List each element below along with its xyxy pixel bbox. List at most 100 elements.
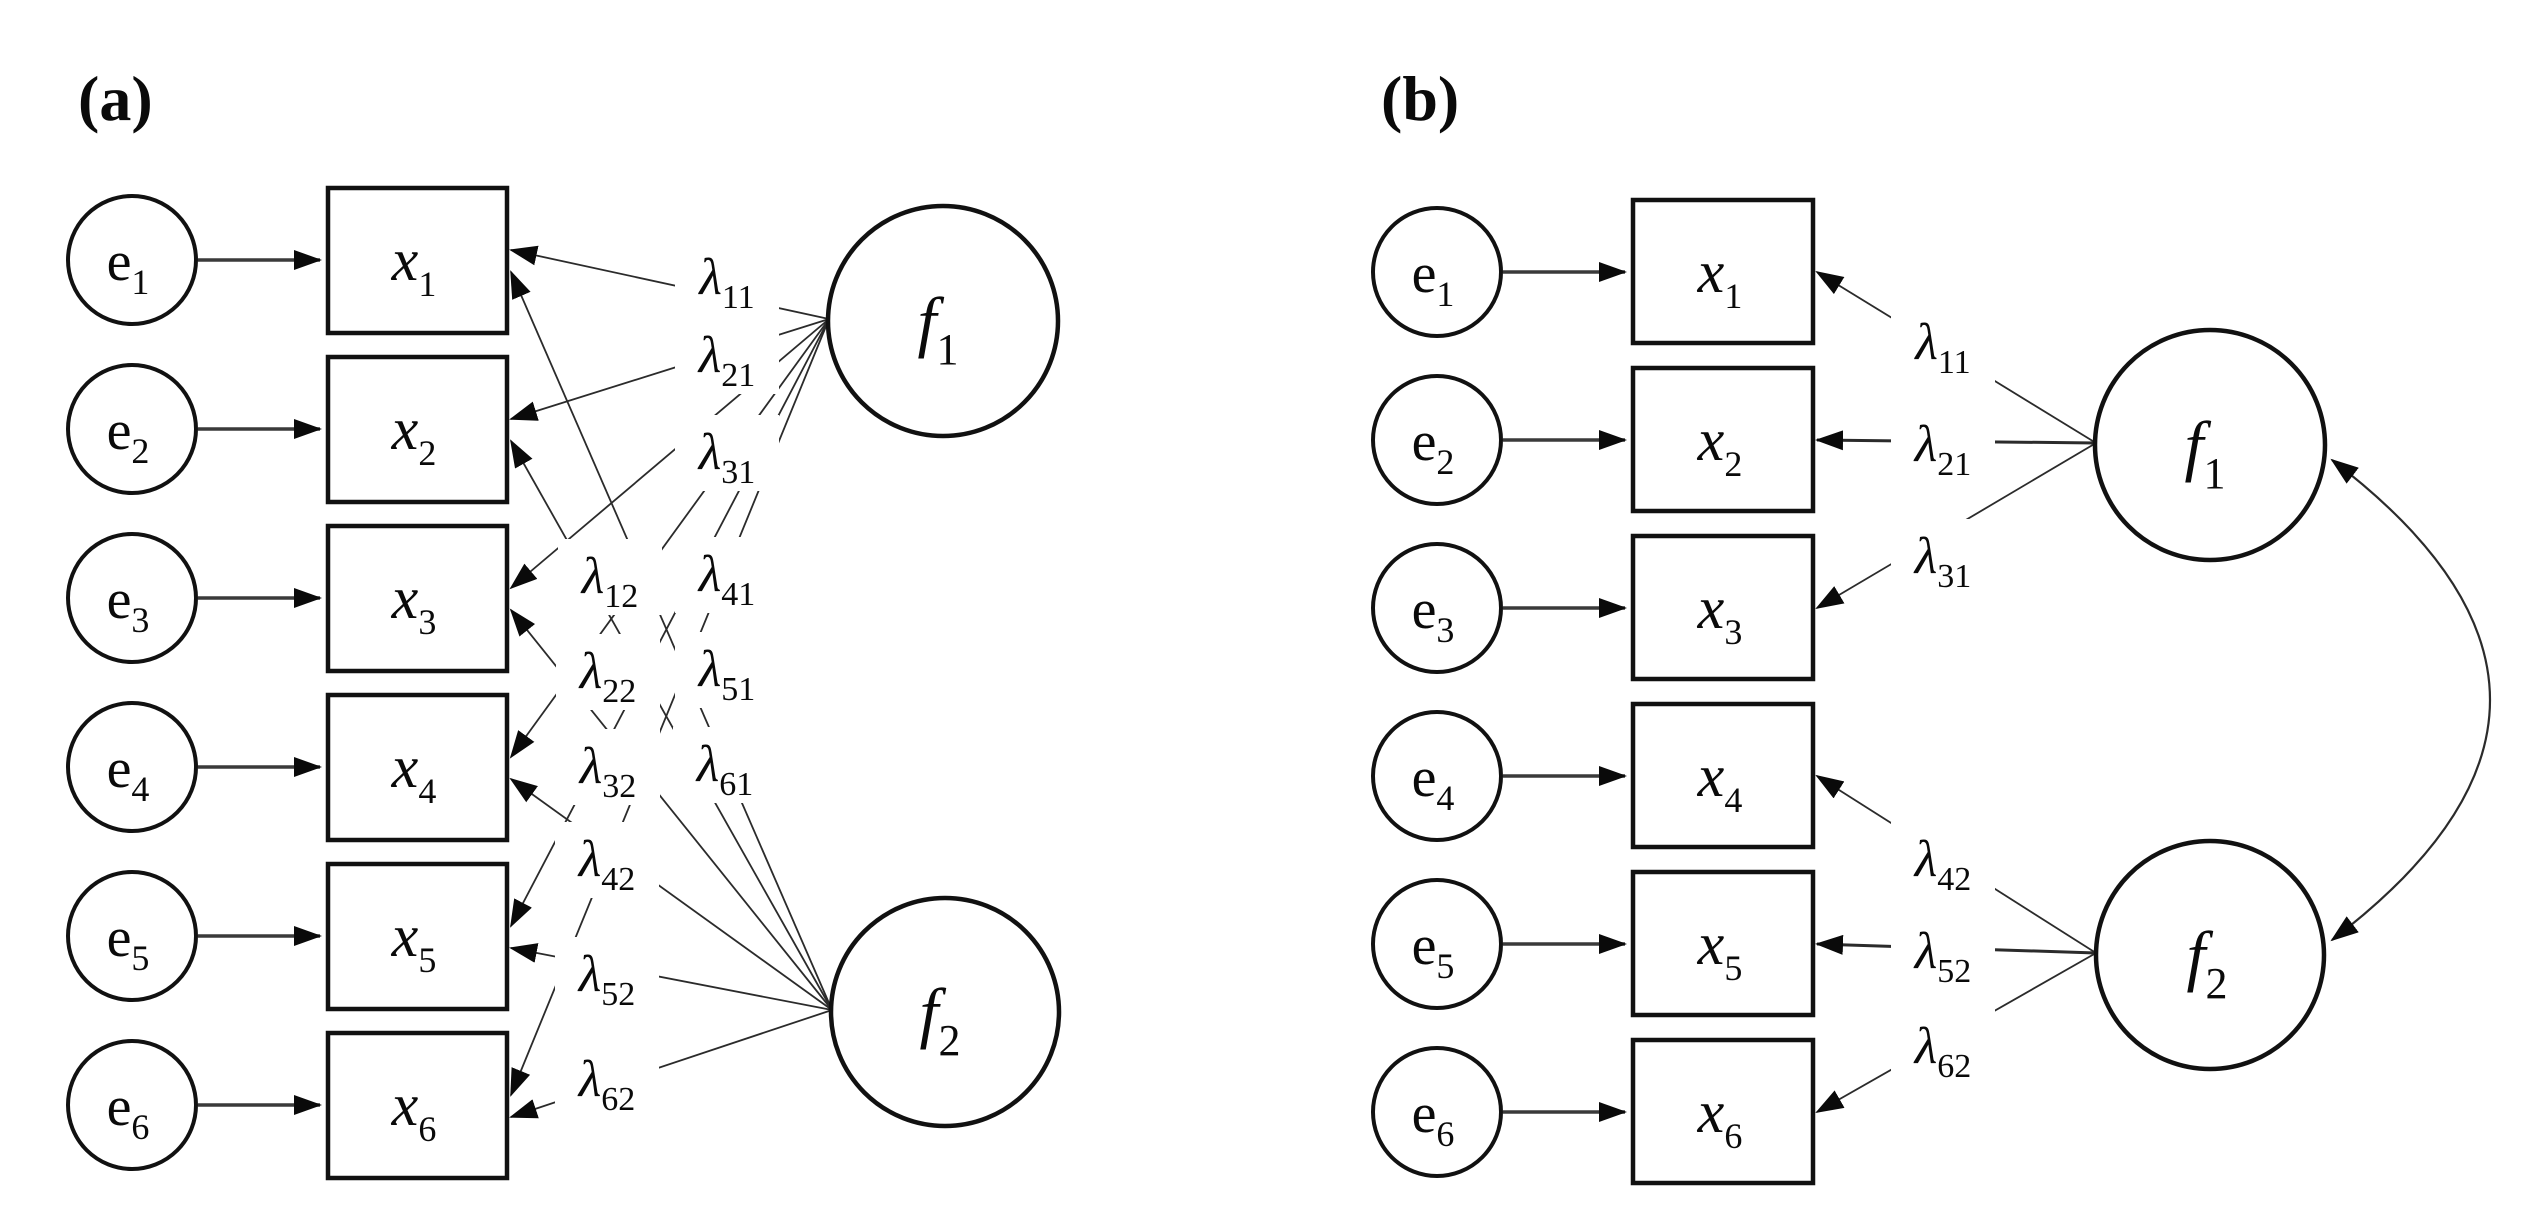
panel-b-error-labels: e1 e2 e3 e4 e5 e6: [1412, 243, 1455, 1154]
svg-text:x1: x1: [391, 227, 437, 304]
loading-label-l42-a: λ42: [577, 831, 636, 898]
error-node-e4: [66, 701, 198, 833]
svg-text:x4: x4: [1697, 743, 1743, 820]
error-node-e5: [66, 870, 198, 1002]
panel-a-label-plates: [555, 240, 779, 1118]
svg-text:x6: x6: [391, 1072, 437, 1149]
covariance-arrow-f1-f2: [2330, 458, 2491, 942]
loading-label-l62-a: λ62: [577, 1051, 636, 1118]
panel-a-factors: f1 f2: [825, 203, 1062, 1129]
indicator-box-x2: [1630, 365, 1816, 514]
error-node-e5: [1371, 878, 1503, 1010]
loading-label-l22-a: λ22: [578, 643, 637, 710]
svg-text:x6: x6: [1697, 1079, 1743, 1156]
indicator-box-x3: [1630, 533, 1816, 682]
panel-b-loading-labels: λ11 λ21 λ31 λ42 λ52 λ62: [1913, 314, 1972, 1085]
loading-label-l32-a: λ32: [578, 738, 637, 805]
factor-node-f1: [825, 203, 1061, 439]
loading-label-l52-a: λ52: [577, 946, 636, 1013]
svg-text:x3: x3: [1697, 575, 1743, 652]
panel-a-indicators: x1 x2 x3 x4 x5 x6: [325, 185, 510, 1181]
svg-text:x2: x2: [391, 396, 437, 473]
loading-label-l42-b: λ42: [1913, 831, 1972, 898]
svg-text:e2: e2: [107, 400, 150, 471]
panel-b-error-arrows: [1503, 262, 1627, 1122]
svg-text:e5: e5: [1412, 915, 1455, 986]
svg-text:e3: e3: [1412, 579, 1455, 650]
loading-label-l11-a: λ11: [697, 249, 754, 316]
loading-label-l52-b: λ52: [1913, 923, 1972, 990]
indicator-box-x2: [325, 354, 510, 505]
svg-text:e2: e2: [1412, 411, 1455, 482]
svg-text:e3: e3: [107, 569, 150, 640]
factor-node-f2: [2093, 838, 2327, 1072]
panel-a-errors: e1 e2 e3 e4 e5 e6: [66, 194, 322, 1171]
loading-label-l11-b: λ11: [1913, 314, 1970, 381]
panel-a-error-circles: [66, 194, 198, 1171]
error-node-e4: [1371, 710, 1503, 842]
indicator-box-x6: [1630, 1037, 1816, 1186]
loading-label-l41-a: λ41: [697, 546, 756, 613]
loading-label-l21-a: λ21: [697, 327, 756, 394]
error-node-e1: [66, 194, 198, 326]
error-node-e2: [66, 363, 198, 495]
panel-b-indicator-boxes: [1630, 197, 1816, 1186]
panel-a: (a): [66, 63, 1062, 1181]
loading-arrow-f1-x2: [509, 318, 830, 421]
panel-a-error-labels: e1 e2 e3 e4 e5 e6: [107, 231, 150, 1147]
error-node-e6: [1371, 1046, 1503, 1178]
svg-text:e4: e4: [107, 738, 150, 809]
svg-text:e4: e4: [1412, 747, 1455, 818]
indicator-box-x4: [1630, 701, 1816, 850]
panel-b: (b): [1371, 63, 2491, 1186]
error-node-e3: [1371, 542, 1503, 674]
panel-b-error-circles: [1371, 206, 1503, 1178]
svg-text:x5: x5: [391, 903, 437, 980]
indicator-box-x5: [1630, 869, 1816, 1018]
svg-text:e1: e1: [1412, 243, 1455, 314]
svg-text:e1: e1: [107, 231, 150, 302]
loading-arrow-f2-x4: [509, 777, 833, 1011]
svg-text:e6: e6: [107, 1076, 150, 1147]
indicator-box-x3: [325, 523, 510, 674]
panel-a-loading-labels: λ11 λ21 λ31 λ41 λ51 λ61 λ12 λ22 λ32 λ42 …: [577, 249, 756, 1118]
panel-a-indicator-boxes: [325, 185, 510, 1181]
indicator-box-x1: [325, 185, 510, 336]
svg-text:e6: e6: [1412, 1083, 1455, 1154]
panel-b-indicators: x1 x2 x3 x4 x5 x6: [1630, 197, 1816, 1186]
factor-node-f1: [2092, 327, 2328, 563]
svg-text:x3: x3: [391, 565, 437, 642]
panel-b-label-plates: [1891, 305, 1995, 1087]
svg-text:e5: e5: [107, 907, 150, 978]
error-node-e3: [66, 532, 198, 664]
loading-arrow-f1-x1: [509, 245, 830, 320]
loading-label-l62-b: λ62: [1913, 1018, 1972, 1085]
panel-a-label: (a): [78, 63, 153, 134]
loading-arrow-f2-x1: [510, 270, 833, 1011]
error-node-e1: [1371, 206, 1503, 338]
factor-node-f2: [828, 895, 1062, 1129]
loading-label-l21-b: λ21: [1913, 416, 1972, 483]
indicator-box-x5: [325, 861, 510, 1012]
loading-arrow-f2-x2: [510, 439, 833, 1011]
error-node-e6: [66, 1039, 198, 1171]
panel-b-label: (b): [1381, 63, 1459, 134]
panel-a-error-arrows: [198, 250, 322, 1115]
indicator-box-x4: [325, 692, 510, 843]
loading-label-l31-a: λ31: [697, 424, 756, 491]
svg-text:x4: x4: [391, 734, 437, 811]
panel-b-errors: e1 e2 e3 e4 e5 e6: [1371, 206, 1627, 1178]
indicator-box-x1: [1630, 197, 1816, 346]
indicator-box-x6: [325, 1030, 510, 1181]
panel-b-factors: f1 f2: [2092, 327, 2328, 1072]
error-node-e2: [1371, 374, 1503, 506]
loading-label-l61-a: λ61: [695, 736, 754, 803]
loading-label-l51-a: λ51: [697, 641, 756, 708]
svg-text:x1: x1: [1697, 239, 1743, 316]
loading-label-l31-b: λ31: [1913, 528, 1972, 595]
svg-text:x2: x2: [1697, 407, 1743, 484]
panel-a-indicator-labels: x1 x2 x3 x4 x5 x6: [391, 227, 437, 1149]
svg-text:x5: x5: [1697, 911, 1743, 988]
